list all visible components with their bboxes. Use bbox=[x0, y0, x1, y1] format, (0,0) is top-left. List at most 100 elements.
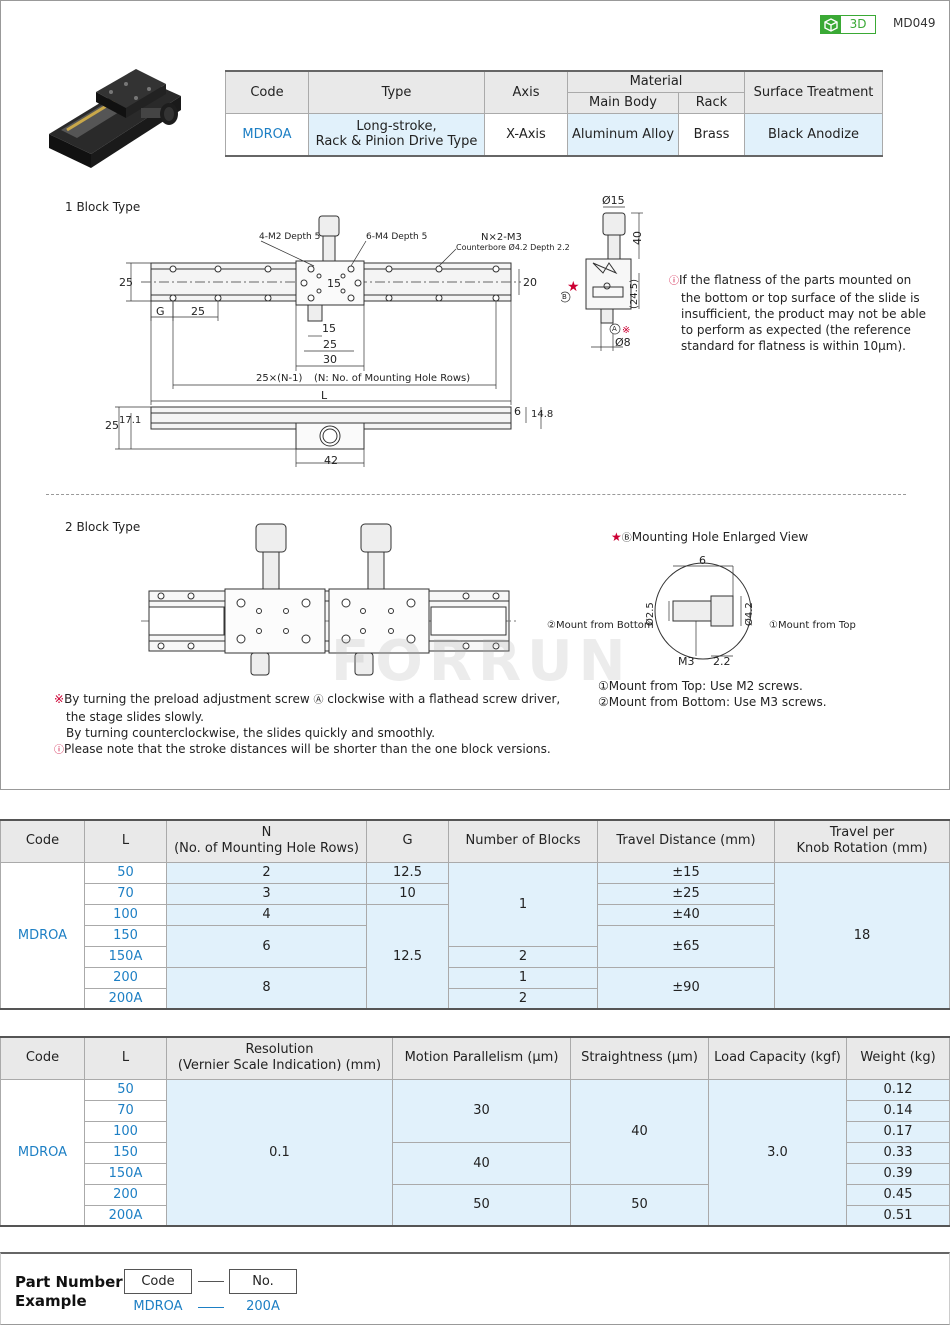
t2-l[interactable]: 150 bbox=[84, 1141, 167, 1164]
table-row: 150 40 0.33 bbox=[1, 1141, 950, 1185]
table-row: 150A 0.39 bbox=[1, 1162, 950, 1185]
product-photo bbox=[49, 69, 181, 168]
t2-weight: 0.12 bbox=[846, 1078, 950, 1101]
preload-note-1: ※By turning the preload adjustment screw… bbox=[54, 692, 561, 706]
t1-n: 2 bbox=[166, 861, 367, 884]
t1-g: 12.5 bbox=[366, 861, 449, 884]
dim-6-enlarged: 6 bbox=[699, 554, 706, 567]
star-icon: ★ bbox=[611, 530, 622, 544]
label-mount-top: ①Mount from Top bbox=[769, 620, 856, 631]
table-row: 100 4 12.5 ±40 bbox=[1, 903, 950, 1010]
preload-note-2: the stage slides slowly. bbox=[66, 710, 204, 724]
dim-17-1: 17.1 bbox=[119, 415, 142, 426]
table-row: 200A 0.51 bbox=[1, 1204, 950, 1227]
label-counterbore: Counterbore Ø4.2 Depth 2.2 bbox=[456, 243, 570, 252]
t1-header-l: L bbox=[84, 819, 167, 863]
svg-text:※: ※ bbox=[622, 325, 630, 336]
header-axis: Axis bbox=[484, 70, 568, 114]
t1-l[interactable]: 100 bbox=[84, 903, 167, 926]
t1-travel: ±65 bbox=[597, 924, 775, 968]
dim-25-side: 25 bbox=[105, 419, 119, 432]
t2-header-straightness: Straightness (µm) bbox=[570, 1036, 709, 1080]
3d-model-badge[interactable]: 3D bbox=[820, 15, 876, 34]
t2-header-parallelism: Motion Parallelism (µm) bbox=[392, 1036, 571, 1080]
pn-code-value[interactable]: MDROA bbox=[133, 1299, 183, 1314]
table-row: 200A 2 bbox=[1, 987, 950, 1010]
t1-code[interactable]: MDROA bbox=[0, 861, 85, 1010]
t1-l[interactable]: 150A bbox=[84, 945, 167, 968]
t1-header-g: G bbox=[366, 819, 449, 863]
flatness-note-line3: insufficient, the product may not be abl… bbox=[681, 307, 927, 321]
table-row: 200 50 50 0.45 bbox=[1, 1183, 950, 1227]
t1-n: 8 bbox=[166, 966, 367, 1010]
spec-type: Long-stroke, Rack & Pinion Drive Type bbox=[308, 112, 485, 157]
section-title-2-block: 2 Block Type bbox=[65, 520, 141, 534]
dim-20: 20 bbox=[523, 276, 537, 289]
dimension-table: Code L N(No. of Mounting Hole Rows) G Nu… bbox=[0, 819, 950, 1010]
pn-no-value[interactable]: 200A bbox=[246, 1299, 280, 1314]
preload-note-3: By turning counterclockwise, the slides … bbox=[66, 726, 436, 740]
t2-load: 3.0 bbox=[708, 1078, 847, 1227]
t1-l[interactable]: 200 bbox=[84, 966, 167, 989]
t1-n: 4 bbox=[166, 903, 367, 926]
flatness-note-line1: ⓘIf the flatness of the parts mounted on bbox=[669, 273, 912, 287]
mount-note-2: ②Mount from Bottom: Use M3 screws. bbox=[598, 695, 827, 709]
flatness-note: ⓘIf the flatness of the parts mounted on… bbox=[669, 272, 929, 354]
circle-a-icon: Ⓐ bbox=[313, 695, 324, 706]
dim-g: G bbox=[156, 305, 165, 318]
t1-header-travel: Travel Distance (mm) bbox=[597, 819, 775, 863]
t1-blocks: 1 bbox=[448, 861, 598, 947]
mount-notes: ①Mount from Top: Use M2 screws. ②Mount f… bbox=[598, 678, 827, 710]
t1-l[interactable]: 150 bbox=[84, 924, 167, 947]
t2-header-load: Load Capacity (kgf) bbox=[708, 1036, 847, 1080]
header-rack: Rack bbox=[678, 91, 745, 114]
dim-30: 30 bbox=[323, 353, 337, 366]
label-mount-bottom: ②Mount from Bottom bbox=[547, 620, 654, 631]
t2-code[interactable]: MDROA bbox=[0, 1078, 85, 1227]
header-material: Material bbox=[567, 70, 745, 93]
dim-phi4-2: Ø4.2 bbox=[744, 602, 755, 626]
t1-l[interactable]: 50 bbox=[84, 861, 167, 884]
flatness-note-line2: the bottom or top surface of the slide i… bbox=[681, 291, 920, 305]
t1-l[interactable]: 70 bbox=[84, 882, 167, 905]
t2-l[interactable]: 50 bbox=[84, 1078, 167, 1101]
pn-separator bbox=[198, 1281, 224, 1282]
spec-type-line1: Long-stroke, bbox=[356, 119, 437, 135]
t2-weight: 0.51 bbox=[846, 1204, 950, 1227]
table-row: MDROA 50 0.1 30 40 3.0 0.12 bbox=[0, 1078, 950, 1227]
preload-notes: ※By turning the preload adjustment screw… bbox=[54, 691, 574, 759]
dim-15: 15 bbox=[322, 322, 336, 335]
spec-code[interactable]: MDROA bbox=[225, 112, 309, 157]
enlarged-view-title: ★ⒷMounting Hole Enlarged View bbox=[611, 530, 809, 544]
header-type: Type bbox=[308, 70, 485, 114]
t2-l[interactable]: 70 bbox=[84, 1099, 167, 1122]
top-view-drawing bbox=[115, 215, 542, 467]
pn-no-label: No. bbox=[229, 1269, 297, 1294]
section-title-1-block: 1 Block Type bbox=[65, 200, 141, 214]
dim-pitch: 25×(N-1) bbox=[256, 373, 303, 384]
t1-header-n: N(No. of Mounting Hole Rows) bbox=[166, 819, 367, 863]
mount-note-1: ①Mount from Top: Use M2 screws. bbox=[598, 679, 803, 693]
spec-table: Code Type Axis Material Surface Treatmen… bbox=[225, 70, 883, 157]
label-m4: 6-M4 Depth 5 bbox=[366, 232, 428, 242]
t2-weight: 0.14 bbox=[846, 1099, 950, 1122]
t2-l[interactable]: 100 bbox=[84, 1120, 167, 1143]
t1-blocks: 1 bbox=[448, 966, 598, 989]
t1-header-blocks: Number of Blocks bbox=[448, 819, 598, 863]
t2-header-l: L bbox=[84, 1036, 167, 1080]
t1-g: 12.5 bbox=[366, 903, 449, 1010]
t1-header-code: Code bbox=[0, 819, 85, 863]
t2-l[interactable]: 200 bbox=[84, 1183, 167, 1206]
t1-l[interactable]: 200A bbox=[84, 987, 167, 1010]
preload-note-4: ⓘPlease note that the stroke distances w… bbox=[54, 742, 551, 756]
t2-l[interactable]: 200A bbox=[84, 1204, 167, 1227]
t2-parallelism: 30 bbox=[392, 1078, 571, 1143]
section-divider bbox=[46, 494, 906, 495]
t1-g: 10 bbox=[366, 882, 449, 905]
part-number-example: Part Number Example Code No. MDROA 200A bbox=[0, 1252, 950, 1325]
t2-straightness: 50 bbox=[570, 1183, 709, 1227]
badge-label: 3D bbox=[849, 17, 867, 31]
t2-l[interactable]: 150A bbox=[84, 1162, 167, 1185]
t1-travel: ±90 bbox=[597, 966, 775, 1010]
product-drawing-panel: 3D MD049 Code Type Axis Material Surface… bbox=[0, 0, 950, 790]
